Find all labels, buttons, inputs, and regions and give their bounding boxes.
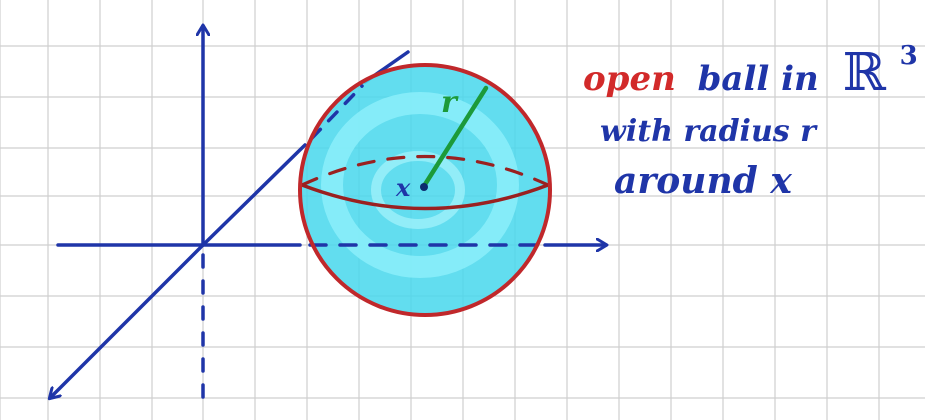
caption-line-3: around x — [614, 160, 792, 202]
ball-highlight-ring — [321, 92, 519, 278]
radius-label: r — [441, 85, 459, 120]
caption-line-2: with radius r — [600, 114, 818, 149]
caption-open-word: open — [583, 59, 676, 99]
coordinate-axes — [50, 26, 606, 408]
y-axis-back-lower — [201, 143, 307, 247]
caption: open ball in ℝ 3 with radius r around x — [583, 41, 918, 202]
open-ball: r x — [298, 63, 552, 317]
equator-front — [300, 183, 550, 211]
center-label: x — [395, 173, 411, 202]
caption-exponent: 3 — [900, 41, 918, 71]
caption-line-1: open ball in ℝ 3 — [583, 41, 918, 103]
caption-ball-in: ball in — [698, 59, 819, 99]
y-axis-dashed-inside — [310, 84, 364, 140]
radius-line — [421, 85, 489, 189]
ball-outline — [298, 63, 552, 317]
center-point — [420, 183, 428, 191]
caption-real-symbol: ℝ — [843, 43, 887, 103]
y-axis-front — [50, 243, 205, 398]
equator-back-dashed — [300, 154, 550, 187]
